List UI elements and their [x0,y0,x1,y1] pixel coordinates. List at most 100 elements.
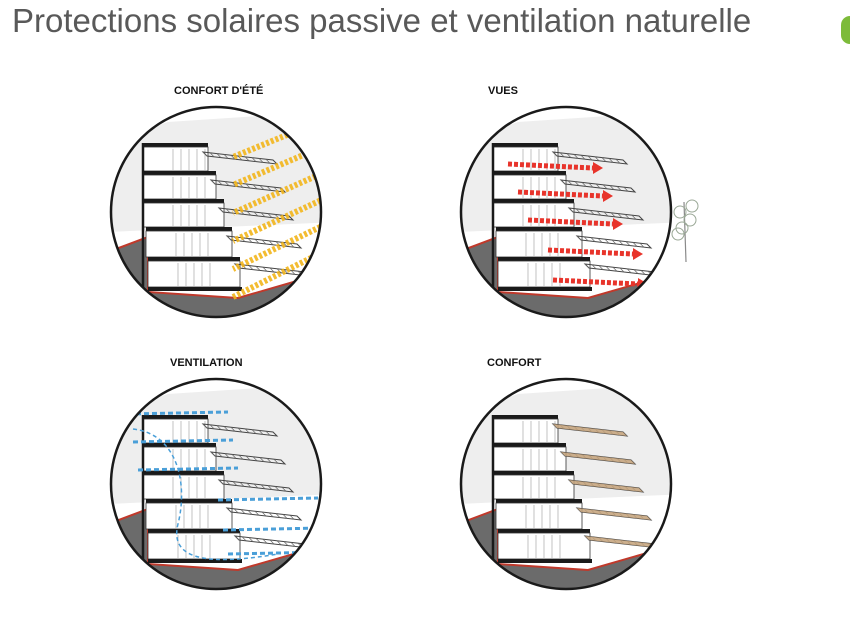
air-flow-line [222,526,321,532]
louvre-slat [245,183,251,189]
louvre-slat [273,458,279,464]
louvre-slat [258,158,264,163]
louvre-slat [289,514,295,520]
louvre-slat [234,535,240,541]
wood-screen [585,536,659,548]
louvre-slat [639,242,645,248]
floor-slab [493,443,566,447]
tree-foliage [685,199,699,213]
air-flow-line [217,496,319,502]
floor-volume [142,146,209,172]
louvre-slat [223,426,229,431]
air-flow-line [127,410,229,416]
louvre-slat [225,480,231,486]
air-flow-line [137,466,239,472]
louvre-slat [259,185,265,190]
louvre-slat [244,428,250,434]
louvre-slat [603,211,609,217]
louvre-slat [240,509,246,514]
diagram-circle-border [109,377,323,591]
panel-label-summer: CONFORT D'ÉTÉ [174,85,264,97]
louvre-slat [581,182,587,187]
louvre-slat [596,210,602,216]
view-arrow [527,217,614,227]
floor-slab [498,559,592,563]
floor-volume [495,502,583,530]
louvre-slat [237,427,243,433]
wood-screen [577,508,651,520]
louvre-slat [268,512,274,518]
view-arrow [547,247,634,257]
louvre-slat [259,457,265,462]
floor-slab [143,471,224,475]
louvre-slat [595,183,601,189]
louvre-slat [252,184,258,190]
louvre-slat [602,184,608,190]
louvre-slat [245,455,251,461]
louvre-slat [262,266,268,272]
louvre-slat [266,186,272,191]
louvre-slat [255,266,261,271]
sun-ray [231,187,321,244]
louvre-slat [566,153,572,158]
floor-volume [492,418,559,444]
diagram-circle-border [459,105,673,319]
louvre-slat [605,266,611,271]
louvre-slat [612,266,618,272]
accent-mark [841,16,850,44]
sun-ray [231,161,321,216]
louvre-slat [583,236,589,242]
louvre-slat [254,510,260,516]
tree-sketch [671,199,699,263]
louvre-slat [218,207,224,213]
louvre-slat [246,210,252,216]
louvre-slat [253,483,259,489]
floor-slab [143,199,224,203]
floor-slab [493,471,574,475]
floor-volume [142,202,225,228]
louvre-slat [262,538,268,544]
louvre-slat [290,270,296,275]
floor-volume [145,230,233,258]
diagram-circle-border [459,377,673,591]
floor-slab [143,443,216,447]
louvre-slat [265,158,271,164]
louvre-slat [580,154,586,160]
louvre-slat [237,155,243,161]
louvre-slat [210,451,216,457]
louvre-slat [624,214,630,219]
louvre-slat [265,430,271,436]
louvre-slat [590,237,596,242]
louvre-slat [589,210,595,215]
louvre-slat [248,265,254,270]
louvre-slat [588,182,594,188]
louvre-slat [290,542,296,547]
louvre-slat [251,429,257,434]
diagram-ventilation [109,377,323,591]
louvre-slat [269,267,275,273]
view-arrow-head [633,248,643,260]
louvre-slat [632,242,638,247]
louvre-slat [283,269,289,274]
louvre-slat [617,213,623,218]
louvre-slat [233,508,239,514]
diagram-content [461,107,671,317]
louvre-slat [604,238,610,244]
louvre-slat [266,458,272,463]
louvre-slat [254,238,260,244]
louvre-slat [202,151,208,157]
wood-screen [553,424,627,436]
louvre-slat [253,211,259,217]
louvre-slat [230,426,236,432]
louvre-slat [640,270,646,275]
floor-slab [143,143,208,147]
louvre-slat [230,154,236,160]
floor-slab [493,143,558,147]
floor-volume [142,474,225,500]
panel-label-ventilation: VENTILATION [170,357,243,369]
louvre-slat [218,479,224,485]
louvre-slat [597,238,603,243]
floor-volume [492,474,575,500]
louvre-slat [611,239,617,245]
louvre-slat [241,536,247,542]
